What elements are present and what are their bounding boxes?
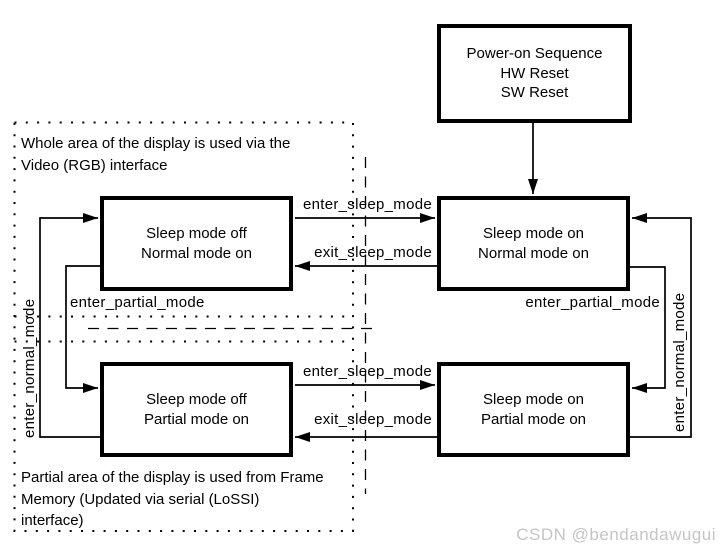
region-note-line: interface) bbox=[21, 512, 84, 529]
label-enter-normal-mode-right: enter_normal_mode bbox=[671, 292, 688, 432]
box-line: Power-on Sequence bbox=[466, 45, 603, 63]
state-box-sleep-on-normal-on: Sleep mode on Normal mode on bbox=[437, 196, 630, 291]
region-note-line: Partial area of the display is used from… bbox=[21, 469, 324, 486]
label-exit-sleep-mode-top: exit_sleep_mode bbox=[314, 244, 432, 261]
state-box-sleep-off-normal-on: Sleep mode off Normal mode on bbox=[100, 196, 293, 291]
arrow-enter-partial-mode-left bbox=[65, 265, 100, 393]
box-line: Sleep mode on bbox=[483, 225, 584, 242]
box-line: Normal mode on bbox=[141, 244, 252, 262]
box-line: Partial mode on bbox=[480, 410, 587, 428]
box-line: Sleep mode off bbox=[146, 225, 247, 242]
box-line: Normal mode on bbox=[478, 244, 589, 262]
region-note-partial-frame-memory: Partial area of the display is used from… bbox=[21, 467, 324, 532]
state-box-sleep-on-partial-on: Sleep mode on Partial mode on bbox=[437, 362, 630, 457]
region-note-rgb-interface: Whole area of the display is used via th… bbox=[21, 133, 290, 176]
box-line: Partial mode on bbox=[143, 410, 250, 428]
power-on-sequence-box: Power-on Sequence HW Reset SW Reset bbox=[437, 24, 632, 123]
label-exit-sleep-mode-bottom: exit_sleep_mode bbox=[314, 411, 432, 428]
label-enter-sleep-mode-bottom: enter_sleep_mode bbox=[302, 363, 432, 380]
region-note-line: Video (RGB) interface bbox=[21, 156, 168, 174]
display-region-dotted-border bbox=[13, 121, 354, 532]
arrow-enter-partial-mode-right bbox=[630, 266, 666, 393]
box-line: Sleep mode on bbox=[483, 391, 584, 408]
region-note-line: Whole area of the display is used via th… bbox=[21, 135, 291, 152]
arrow-enter-normal-mode-right bbox=[630, 213, 692, 438]
box-line: Sleep mode off bbox=[146, 391, 247, 408]
label-enter-partial-mode-left: enter_partial_mode bbox=[70, 294, 205, 311]
csdn-watermark: CSDN @bendandawugui bbox=[516, 525, 716, 544]
state-box-sleep-off-partial-on: Sleep mode off Partial mode on bbox=[100, 362, 293, 457]
box-line: HW Reset bbox=[500, 64, 569, 82]
box-line: SW Reset bbox=[500, 84, 569, 102]
label-enter-normal-mode-left: enter_normal_mode bbox=[21, 298, 38, 438]
region-note-line: Memory (Updated via serial (LoSSI) bbox=[21, 490, 260, 508]
label-enter-sleep-mode-top: enter_sleep_mode bbox=[302, 196, 432, 213]
label-enter-partial-mode-right: enter_partial_mode bbox=[525, 294, 660, 311]
arrow-enter-normal-mode-left bbox=[39, 213, 100, 438]
